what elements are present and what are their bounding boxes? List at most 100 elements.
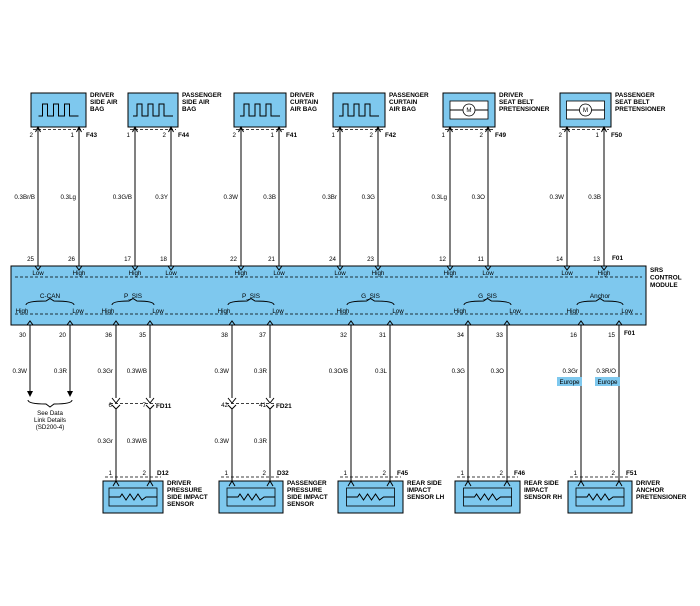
g-sis-1-wire-code: 0.3L: [375, 368, 388, 375]
driver-curtain-air-bag-label: AIR BAG: [290, 106, 317, 113]
g-sis-1-module-socket: [386, 320, 394, 326]
passenger-side-air-bag-signal-label: Low: [165, 270, 177, 277]
g-sis-1-label: IMPACT: [407, 487, 431, 494]
passenger-side-air-bag-terminal-arrow: [132, 125, 138, 133]
c-can-see-note: See Data: [37, 410, 63, 417]
driver-side-air-bag-wire-code: 0.3Lg: [61, 194, 77, 201]
c-can-srs-pin: 20: [59, 332, 66, 339]
p-sis-1-module-socket: [146, 320, 154, 326]
p-sis-2-inline-connector: FD21: [276, 403, 292, 410]
passenger-curtain-air-bag-terminal-arrow: [337, 125, 343, 133]
driver-seat-belt-pretensioner-wire-code: 0.3Lg: [432, 194, 448, 201]
passenger-seat-belt-pretensioner-signal-label: Low: [561, 270, 573, 277]
g-sis-2-group-brace: [463, 297, 512, 306]
driver-seat-belt-pretensioner-label: SEAT BELT: [499, 99, 534, 106]
anchor-sensor-terminal: [615, 480, 623, 487]
g-sis-1-srs-pin: 32: [340, 332, 347, 339]
p-sis-2-inline-wire-code: 0.3W: [215, 438, 230, 445]
anchor-option-tag: [595, 377, 620, 386]
c-can-module-socket: [66, 320, 74, 326]
p-sis-1-inline-connector: FD11: [156, 403, 172, 410]
anchor-sensor-terminal: [577, 480, 585, 487]
anchor-srs-pin: 16: [570, 332, 577, 339]
anchor-pin: 2: [612, 470, 616, 477]
p-sis-2-pin: 1: [225, 470, 229, 477]
p-sis-2-connector: D32: [277, 470, 289, 477]
driver-side-air-bag-signal-label: Low: [32, 270, 44, 277]
c-can-module-socket: [26, 320, 34, 326]
p-sis-1-inline-plug: [145, 404, 155, 410]
p-sis-1-label: DRIVER: [167, 480, 192, 487]
passenger-seat-belt-pretensioner-pin: 2: [559, 132, 563, 139]
passenger-curtain-air-bag-terminal-arrow: [375, 125, 381, 133]
passenger-side-air-bag-srs-pin: 18: [160, 256, 167, 263]
driver-curtain-air-bag-wire-code: 0.3W: [224, 194, 239, 201]
p-sis-2-inline-socket: [265, 397, 275, 404]
driver-seat-belt-pretensioner-terminal-arrow: [485, 125, 491, 133]
driver-side-air-bag-srs-pin: 26: [68, 256, 75, 263]
g-sis-1-sensor-terminal: [386, 480, 394, 487]
passenger-side-air-bag-squib-icon: [133, 103, 173, 117]
g-sis-2-srs-pin: 33: [496, 332, 503, 339]
passenger-curtain-air-bag-wire-code: 0.3Br: [322, 194, 337, 201]
p-sis-2-inline-pin: 41: [259, 402, 266, 409]
driver-side-air-bag-label: BAG: [90, 106, 104, 113]
passenger-side-air-bag-terminal-arrow: [168, 125, 174, 133]
passenger-curtain-air-bag-pin: 1: [332, 132, 336, 139]
anchor-option-label: Europe: [560, 379, 581, 386]
g-sis-1-resistor-icon: [346, 493, 395, 501]
p-sis-1-inline-wire-code: 0.3W/B: [127, 438, 147, 445]
p-sis-2-inline-pin: 42: [221, 402, 228, 409]
g-sis-1-pin: 1: [344, 470, 348, 477]
g-sis-2-sensor-terminal: [464, 480, 472, 487]
p-sis-1-inline-pin: 6: [109, 402, 113, 409]
passenger-side-air-bag-pin: 2: [163, 132, 167, 139]
srs-control-module-box: [10, 265, 647, 326]
g-sis-2-pin: 1: [461, 470, 465, 477]
anchor-group-label: Anchor: [590, 293, 611, 300]
g-sis-1-label: REAR SIDE: [407, 480, 443, 487]
driver-curtain-air-bag-module-socket: [275, 265, 283, 271]
c-can-group-brace: [25, 297, 75, 306]
passenger-seat-belt-pretensioner-signal-label: High: [598, 270, 611, 277]
anchor-module-socket: [577, 320, 585, 326]
anchor-label: PRETENSIONER: [636, 494, 687, 501]
p-sis-2-inline-plug: [227, 404, 237, 410]
module-bottom-connector: F01: [624, 330, 635, 337]
driver-curtain-air-bag-squib-icon: [240, 103, 280, 117]
c-can-group-label: C-CAN: [40, 293, 61, 300]
c-can-see-note: Link Details: [34, 417, 66, 424]
driver-side-air-bag-terminal-arrow: [76, 125, 82, 133]
g-sis-2-label: REAR SIDE: [524, 480, 560, 487]
driver-curtain-air-bag-srs-pin: 21: [268, 256, 275, 263]
passenger-curtain-air-bag-pin: 2: [370, 132, 374, 139]
g-sis-1-wire-code: 0.3O/B: [329, 368, 348, 375]
p-sis-2-wire-code: 0.3R: [254, 368, 268, 375]
p-sis-2-label: SENSOR: [287, 501, 314, 508]
driver-seat-belt-pretensioner-wire-code: 0.3O: [472, 194, 486, 201]
g-sis-2-sensor-terminal: [503, 480, 511, 487]
driver-side-air-bag-label: DRIVER: [90, 92, 115, 99]
p-sis-2-label: SIDE IMPACT: [287, 494, 328, 501]
anchor-port-label: Low: [621, 308, 633, 315]
p-sis-2-label: PASSENGER: [287, 480, 327, 487]
driver-side-air-bag-wire-code: 0.3Br/B: [14, 194, 35, 201]
anchor-pin: 1: [574, 470, 578, 477]
passenger-side-air-bag-box: [127, 92, 179, 128]
passenger-seat-belt-pretensioner-motor-symbol: M: [583, 107, 588, 114]
p-sis-1-inline-wire-code: 0.3Gr: [98, 438, 113, 445]
p-sis-2-sensor-terminal: [266, 480, 274, 487]
g-sis-1-connector: F45: [397, 470, 408, 477]
passenger-side-air-bag-label: BAG: [182, 106, 196, 113]
anchor-label: DRIVER: [636, 480, 661, 487]
g-sis-1-pin: 2: [383, 470, 387, 477]
c-can-wire-code: 0.3W: [13, 368, 28, 375]
g-sis-2-module-socket: [464, 320, 472, 326]
passenger-curtain-air-bag-label: AIR BAG: [389, 106, 416, 113]
driver-seat-belt-pretensioner-label: DRIVER: [499, 92, 524, 99]
passenger-seat-belt-pretensioner-wire-code: 0.3B: [588, 194, 601, 201]
module-label-line: MODULE: [650, 282, 678, 289]
driver-seat-belt-pretensioner-label: PRETENSIONER: [499, 106, 550, 113]
passenger-curtain-air-bag-module-socket: [374, 265, 382, 271]
driver-seat-belt-pretensioner-terminal-arrow: [447, 125, 453, 133]
